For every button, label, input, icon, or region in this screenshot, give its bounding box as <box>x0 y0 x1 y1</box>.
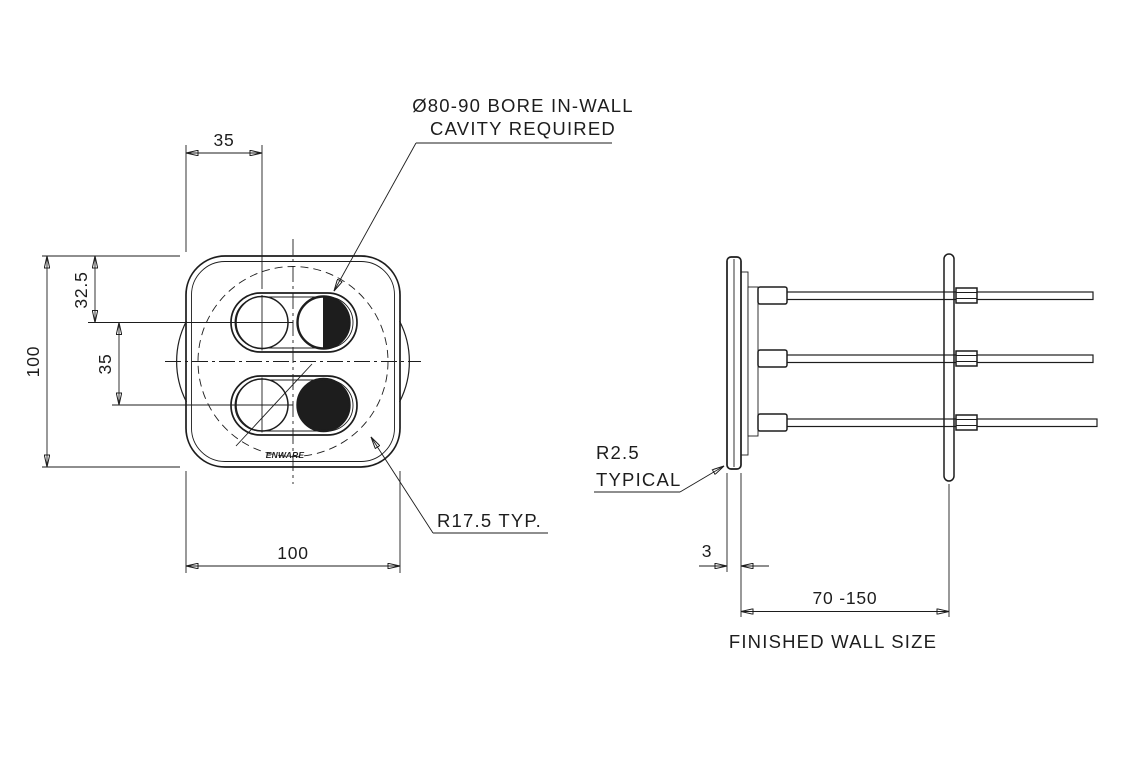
fastening-nuts <box>955 287 978 431</box>
radius-note-line2: TYPICAL <box>596 469 682 490</box>
leader-line <box>371 437 434 534</box>
rod-top <box>740 291 1094 301</box>
leader-corner-radius: R17.5 TYP. <box>371 437 548 534</box>
rod-bottom <box>740 418 1098 428</box>
nut-middle <box>955 350 978 367</box>
dimension-text: 35 <box>213 130 234 150</box>
valve-ports-bottom <box>230 375 358 436</box>
bore-note-line1: Ø80-90 BORE IN-WALL <box>412 95 634 116</box>
dim-bottom-100: 100 <box>185 471 401 573</box>
collar-top <box>757 286 788 305</box>
dim-row-35: 35 <box>95 323 293 406</box>
dimension-text: 3 <box>702 541 713 561</box>
leader-r2-5: R2.5 TYPICAL <box>594 442 724 493</box>
bore-note-line2: CAVITY REQUIRED <box>430 118 616 139</box>
dim-top-35: 35 <box>185 130 263 289</box>
leader-line <box>334 142 417 291</box>
obround-outer <box>230 375 358 436</box>
leader-bore-note: Ø80-90 BORE IN-WALL CAVITY REQUIRED <box>334 95 634 291</box>
port-circle-solid <box>296 377 351 433</box>
dim-left-100: 100 <box>23 255 180 468</box>
dimension-text: 100 <box>277 543 309 563</box>
wall-plate <box>943 253 955 482</box>
side-view: 3 70 -150 FINISHED WALL SIZE R2.5 TYPICA… <box>594 253 1098 652</box>
dimension-text: 32.5 <box>71 271 91 308</box>
body-strip <box>740 271 749 456</box>
dim-32-5: 32.5 <box>71 256 293 323</box>
radius-note-line1: R2.5 <box>596 442 640 463</box>
corner-radius-text: R17.5 TYP. <box>437 510 542 531</box>
brand-mark: ENWARE <box>266 450 305 460</box>
front-view: ENWARE 35 100 32.5 35 <box>23 95 634 573</box>
dim-thickness-3: 3 <box>699 473 769 617</box>
finished-wall-label: FINISHED WALL SIZE <box>729 631 937 652</box>
nut-bottom <box>955 414 978 431</box>
rod-middle <box>740 354 1094 364</box>
centerlines <box>165 239 421 484</box>
leader-line <box>679 466 724 493</box>
right-side-bump-arc <box>398 320 410 403</box>
dimension-text: 70 -150 <box>813 588 878 608</box>
dimension-text: 100 <box>23 346 43 378</box>
collar-middle <box>757 349 788 368</box>
port-half-fill <box>323 295 350 350</box>
back-strip <box>747 286 759 437</box>
collar-bottom <box>757 413 788 432</box>
nut-top <box>955 287 978 304</box>
body-brackets <box>740 271 788 456</box>
dimension-text: 35 <box>95 353 115 374</box>
mounting-rods <box>740 291 1098 428</box>
dim-wall-70-150: 70 -150 <box>741 484 950 617</box>
obround-inner <box>234 379 354 432</box>
